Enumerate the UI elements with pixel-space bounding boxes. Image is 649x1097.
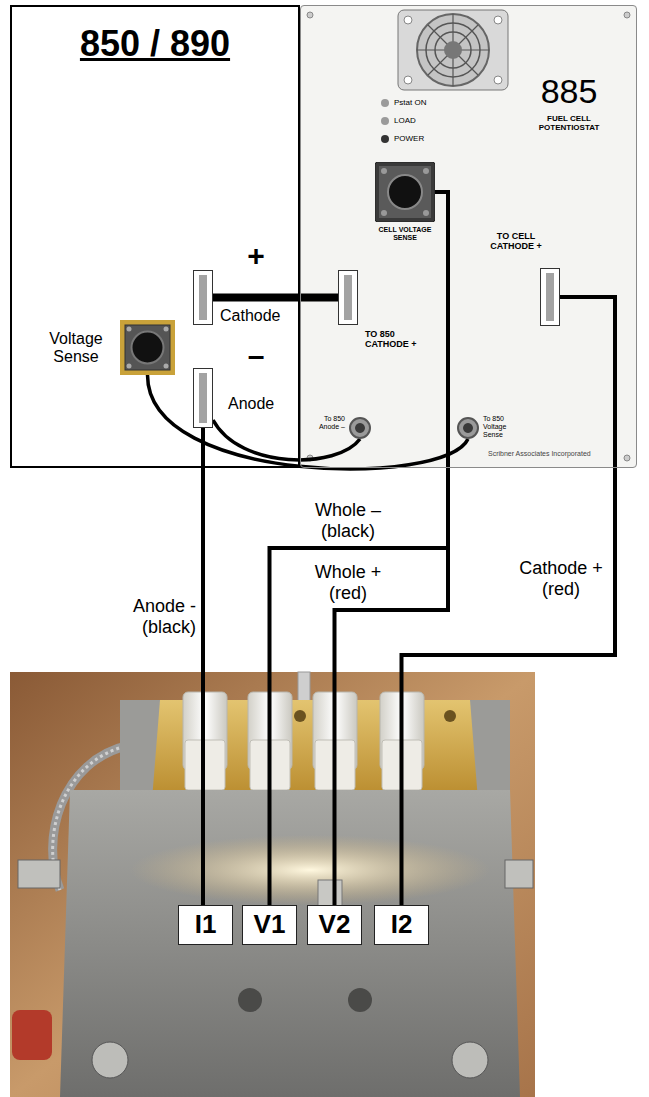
terminal-name: I2 <box>375 910 428 940</box>
led-label: LOAD <box>394 116 416 125</box>
jack-label: To 850 Anode – <box>307 415 345 431</box>
polarity-sign: + <box>244 239 268 274</box>
terminal-caps <box>183 692 424 790</box>
status-leds <box>381 99 389 143</box>
connector-symbol <box>375 162 435 222</box>
terminal-label: TO 850 CATHODE + <box>365 329 425 350</box>
wire <box>335 192 449 905</box>
potentiostat-panel: 885FUEL CELL POTENTIOSTAT CELL VOLTAGE SE… <box>300 5 637 468</box>
wire-label: Whole – (black) <box>302 500 394 541</box>
wire-label: Cathode + (red) <box>512 558 610 599</box>
terminal-name: V1 <box>243 910 296 940</box>
terminal-tag: I1 <box>178 905 233 945</box>
led-label: POWER <box>394 134 424 143</box>
polarity-sign: – <box>244 339 268 374</box>
led-label: Pstat ON <box>394 98 426 107</box>
wire <box>402 297 616 905</box>
wire-label: Anode - (black) <box>124 596 196 637</box>
terminal-tag: I2 <box>374 905 429 945</box>
anode-terminal: –Anode <box>193 368 213 428</box>
output-terminal: TO 850 CATHODE + <box>338 270 358 325</box>
jack-connector: To 850 Anode – <box>349 417 371 439</box>
wire <box>213 294 338 302</box>
terminal-name: I1 <box>179 910 232 940</box>
wire <box>201 428 205 905</box>
jack-connector: To 850 Voltage Sense <box>457 417 479 439</box>
terminal-tag: V2 <box>307 905 362 945</box>
cooling-fan <box>398 10 508 90</box>
connector-symbol <box>120 320 175 375</box>
fuel-cell-photo <box>10 672 535 1097</box>
terminal-tag: V1 <box>242 905 297 945</box>
panel-title: 850 / 890 <box>12 23 298 64</box>
terminal-label: TO CELL CATHODE + <box>486 231 546 252</box>
maker-name: Scribner Associates Incorporated <box>488 450 591 458</box>
wire-label: Whole + (red) <box>302 562 394 603</box>
terminal-label: Cathode <box>220 307 290 325</box>
wire <box>270 192 449 905</box>
potentiostat-faceplate <box>300 5 637 468</box>
sense-connector: Voltage Sense <box>120 320 175 375</box>
cathode-terminal: +Cathode <box>193 270 213 325</box>
model-name: FUEL CELL POTENTIOSTAT <box>519 114 619 132</box>
output-terminal: TO CELL CATHODE + <box>540 268 560 326</box>
connector-label: CELL VOLTAGE SENSE <box>370 226 440 242</box>
model-number: 885 <box>519 72 619 111</box>
jack-label: To 850 Voltage Sense <box>483 415 527 439</box>
instrument-panel: 850 / 890Voltage Sense+Cathode–Anode <box>10 5 300 468</box>
connector-label: Voltage Sense <box>40 330 112 367</box>
terminal-label: Anode <box>228 395 298 413</box>
terminal-name: V2 <box>308 910 361 940</box>
sense-connector: CELL VOLTAGE SENSE <box>375 162 435 222</box>
